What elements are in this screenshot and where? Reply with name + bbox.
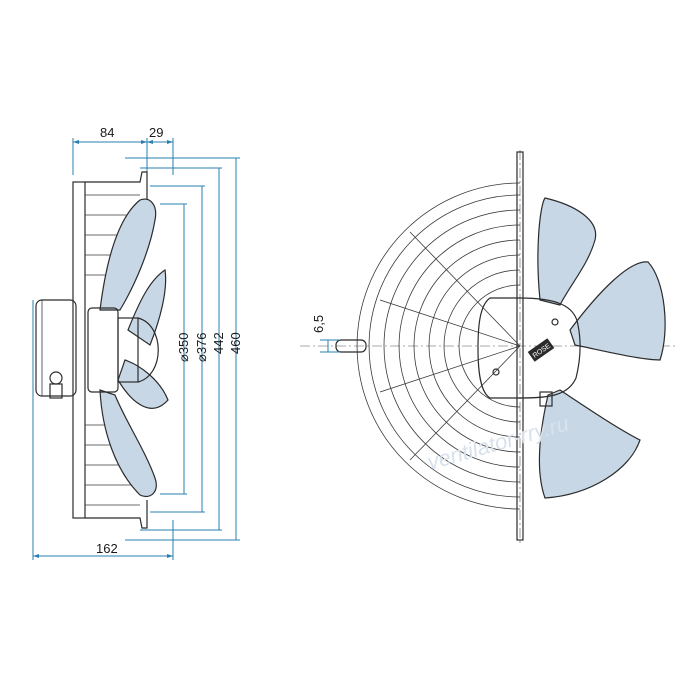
motor-hub — [117, 317, 139, 383]
blade-front-right — [569, 261, 666, 361]
arrow — [141, 140, 147, 144]
guard-spokes — [379, 231, 521, 461]
dim-29-label: 29 — [149, 125, 163, 140]
guard-rear-plate — [72, 181, 86, 519]
guard-bottom-flange — [85, 500, 148, 529]
guard-top-flange — [85, 171, 148, 200]
arrow — [73, 140, 79, 144]
front-view: 6,5 ROSE — [300, 150, 675, 545]
blade-front-bottom — [538, 389, 641, 499]
blade-front-top — [537, 197, 597, 306]
housing-screw — [492, 368, 500, 376]
arrow — [33, 554, 39, 558]
terminal-box — [35, 299, 77, 397]
cable-gland-nut — [49, 383, 63, 399]
arrow — [167, 140, 173, 144]
front-cable-gland — [539, 391, 553, 407]
dim-84-label: 84 — [100, 125, 114, 140]
motor-housing — [477, 297, 581, 399]
blade-side-lower — [117, 359, 169, 409]
motor-rotor — [87, 307, 119, 393]
guard-rings — [356, 182, 521, 510]
dim-376-label: ⌀376 — [194, 332, 209, 362]
blade-side-bottom — [99, 389, 157, 498]
mounting-bar — [516, 151, 524, 541]
blade-side-top — [99, 198, 157, 311]
dim-350-label: ⌀350 — [176, 332, 191, 362]
dim-442-label: 442 — [211, 332, 226, 354]
dim-162-label: 162 — [96, 541, 118, 556]
side-view: 84 29 162 ⌀350 ⌀376 442 460 — [32, 125, 243, 560]
housing-screw — [551, 318, 559, 326]
dim-460-label: 460 — [228, 332, 243, 354]
arrow — [147, 140, 153, 144]
cable-gland — [49, 371, 63, 385]
dim-6-5-label: 6,5 — [311, 315, 326, 333]
motor-dome — [137, 317, 159, 383]
guard-mount-tab — [335, 339, 367, 353]
arrow — [167, 554, 173, 558]
rating-plate: ROSE — [527, 338, 555, 362]
